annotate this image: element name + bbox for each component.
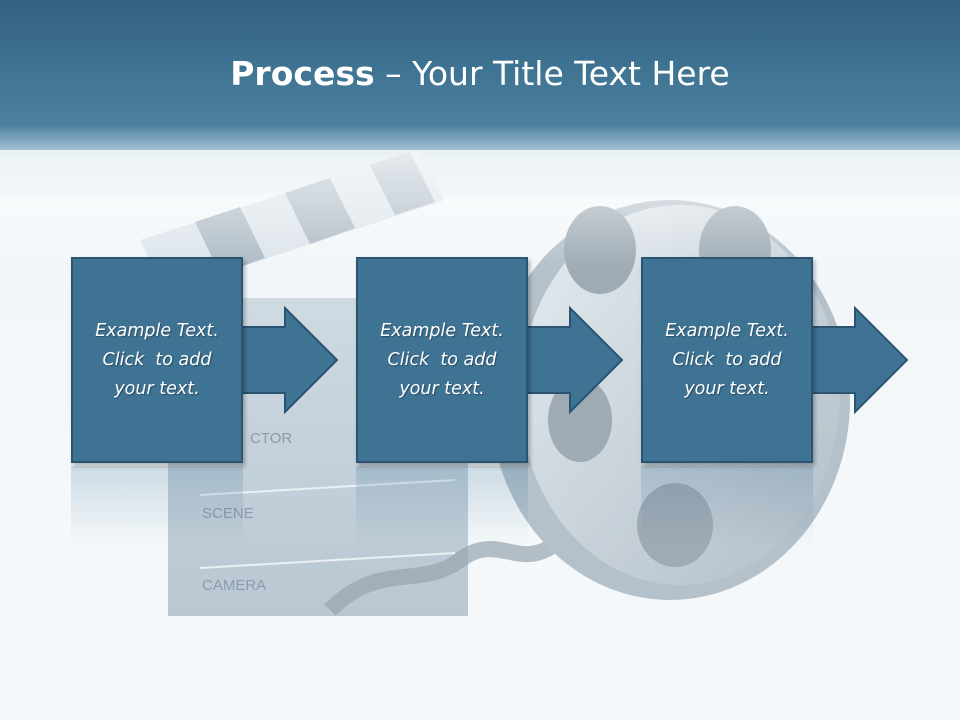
title-rest: – Your Title Text Here: [374, 54, 730, 93]
step-line: Example Text.: [95, 320, 219, 341]
step-line: your text.: [114, 378, 200, 399]
step-reflection: [641, 466, 813, 546]
scene-label: SCENE: [202, 505, 254, 522]
step-line: Click to add: [387, 349, 497, 370]
film-strip: [324, 533, 566, 616]
arrow-right-icon: [800, 305, 909, 415]
step-text: Example Text. Click to add your text.: [647, 317, 807, 404]
slide-title[interactable]: Process – Your Title Text Here: [0, 52, 960, 96]
process-step-2[interactable]: Example Text. Click to add your text.: [356, 257, 528, 463]
director-label: CTOR: [250, 430, 292, 447]
step-line: Click to add: [102, 349, 212, 370]
step-line: Click to add: [672, 349, 782, 370]
arrow-right-icon: [230, 305, 339, 415]
step-line: Example Text.: [380, 320, 504, 341]
step-line: your text.: [684, 378, 770, 399]
arrow-right-icon: [515, 305, 624, 415]
step-text: Example Text. Click to add your text.: [362, 317, 522, 404]
step-line: your text.: [399, 378, 485, 399]
step-text: Example Text. Click to add your text.: [77, 317, 237, 404]
process-step-3[interactable]: Example Text. Click to add your text.: [641, 257, 813, 463]
step-line: Example Text.: [665, 320, 789, 341]
camera-label: CAMERA: [202, 577, 266, 594]
process-step-1[interactable]: Example Text. Click to add your text.: [71, 257, 243, 463]
step-reflection: [71, 466, 243, 546]
step-reflection: [356, 466, 528, 546]
title-bold: Process: [230, 54, 375, 93]
